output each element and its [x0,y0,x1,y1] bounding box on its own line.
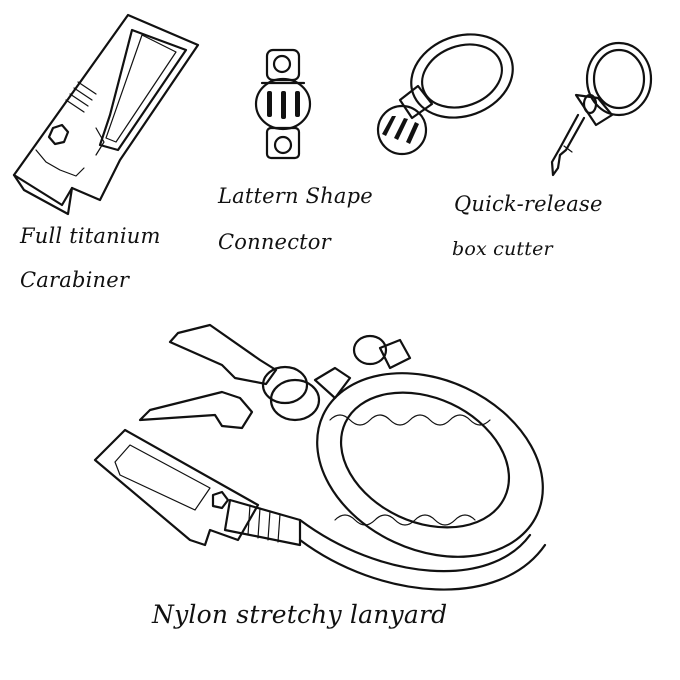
quick-release-icon [376,33,514,156]
titanium-carabiner-icon [12,13,200,216]
label-quick-release-line-1: Quick-release [454,192,603,216]
label-lanyard: Nylon stretchy lanyard [152,600,448,629]
label-lantern-line-2: Connector [218,230,331,254]
lantern-connector-icon [254,48,312,160]
label-lantern-line-1: Lattern Shape [218,184,373,208]
label-quick-release-line-2: box cutter [452,238,553,260]
nylon-lanyard-icon [93,323,547,591]
label-carabiner-line-1: Full titanium [20,224,161,248]
box-cutter-icon [550,41,653,177]
label-carabiner-line-2: Carabiner [20,268,130,292]
